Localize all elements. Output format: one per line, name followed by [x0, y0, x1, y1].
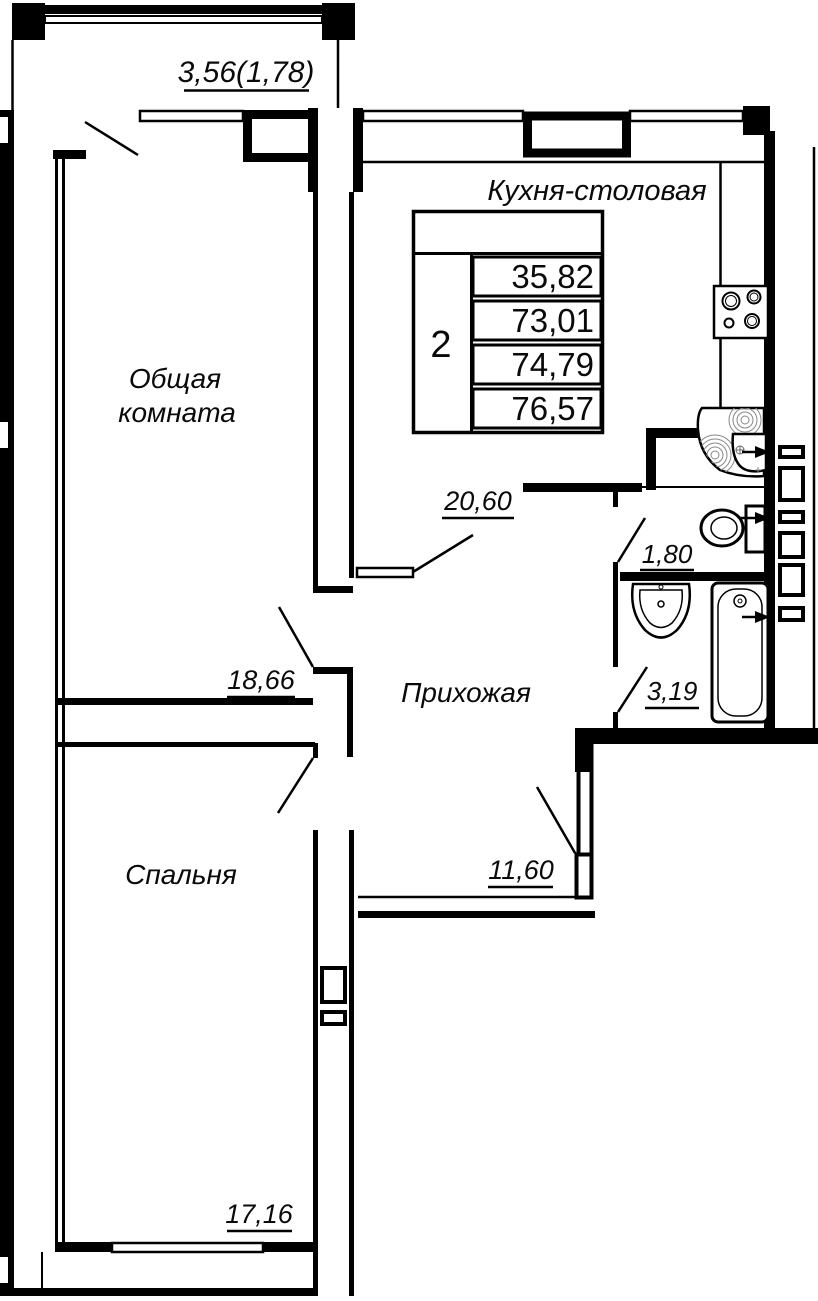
info-table — [411, 209, 605, 435]
living-room-door-swing — [277, 606, 315, 668]
dim-wc-area: 1,80 — [642, 539, 693, 569]
label-kitchen-dining: Кухня-столовая — [487, 175, 706, 207]
partition-walls — [11, 40, 816, 1296]
stove-icon — [712, 284, 770, 340]
vent-shafts — [320, 445, 805, 1026]
wc-door-swing — [616, 517, 647, 563]
balcony-door-swing — [84, 120, 139, 157]
stamp-area-3: 74,79 — [511, 346, 594, 383]
balcony-glazing — [44, 15, 323, 24]
bedroom-door-swing — [276, 757, 315, 814]
stamp-area-1: 35,82 — [511, 258, 594, 295]
label-living-room-line1: Общая — [129, 363, 221, 394]
kitchen-door-leaf — [355, 566, 415, 579]
bedroom-window — [110, 1241, 265, 1254]
bathtub-icon — [710, 581, 770, 724]
label-bedroom: Спальня — [125, 859, 237, 890]
bathroom-door-swing — [616, 666, 649, 713]
windows — [44, 15, 745, 1254]
stamp-rooms-count: 2 — [430, 324, 451, 366]
washbasin-icon — [631, 582, 691, 639]
dim-bedroom-area: 17,16 — [225, 1199, 294, 1229]
entrance-door-swing — [535, 786, 577, 854]
doors — [84, 120, 649, 854]
wall-notches — [0, 117, 8, 1283]
dim-hallway-area: 11,60 — [488, 855, 554, 885]
window-mullion-pier — [523, 111, 631, 158]
kitchen-sink-icon — [696, 406, 770, 478]
label-balcony-top-area: 3,56(1,78) — [178, 56, 315, 89]
stamp-area-4: 76,57 — [511, 390, 594, 427]
walls — [0, 3, 818, 1296]
dim-bathroom-area: 3,19 — [647, 676, 698, 706]
label-hallway: Прихожая — [401, 677, 531, 708]
kitchen-window-left — [361, 109, 525, 123]
label-living-room-line2: комната — [118, 397, 236, 428]
living-room-window — [138, 109, 245, 123]
kitchen-door-swing — [412, 533, 474, 574]
dim-living-area: 18,66 — [227, 665, 296, 695]
kitchen-window-right — [628, 109, 745, 123]
stamp-area-2: 73,01 — [511, 302, 594, 339]
toilet-icon — [699, 504, 770, 554]
dim-kitchen-area: 20,60 — [443, 486, 512, 516]
